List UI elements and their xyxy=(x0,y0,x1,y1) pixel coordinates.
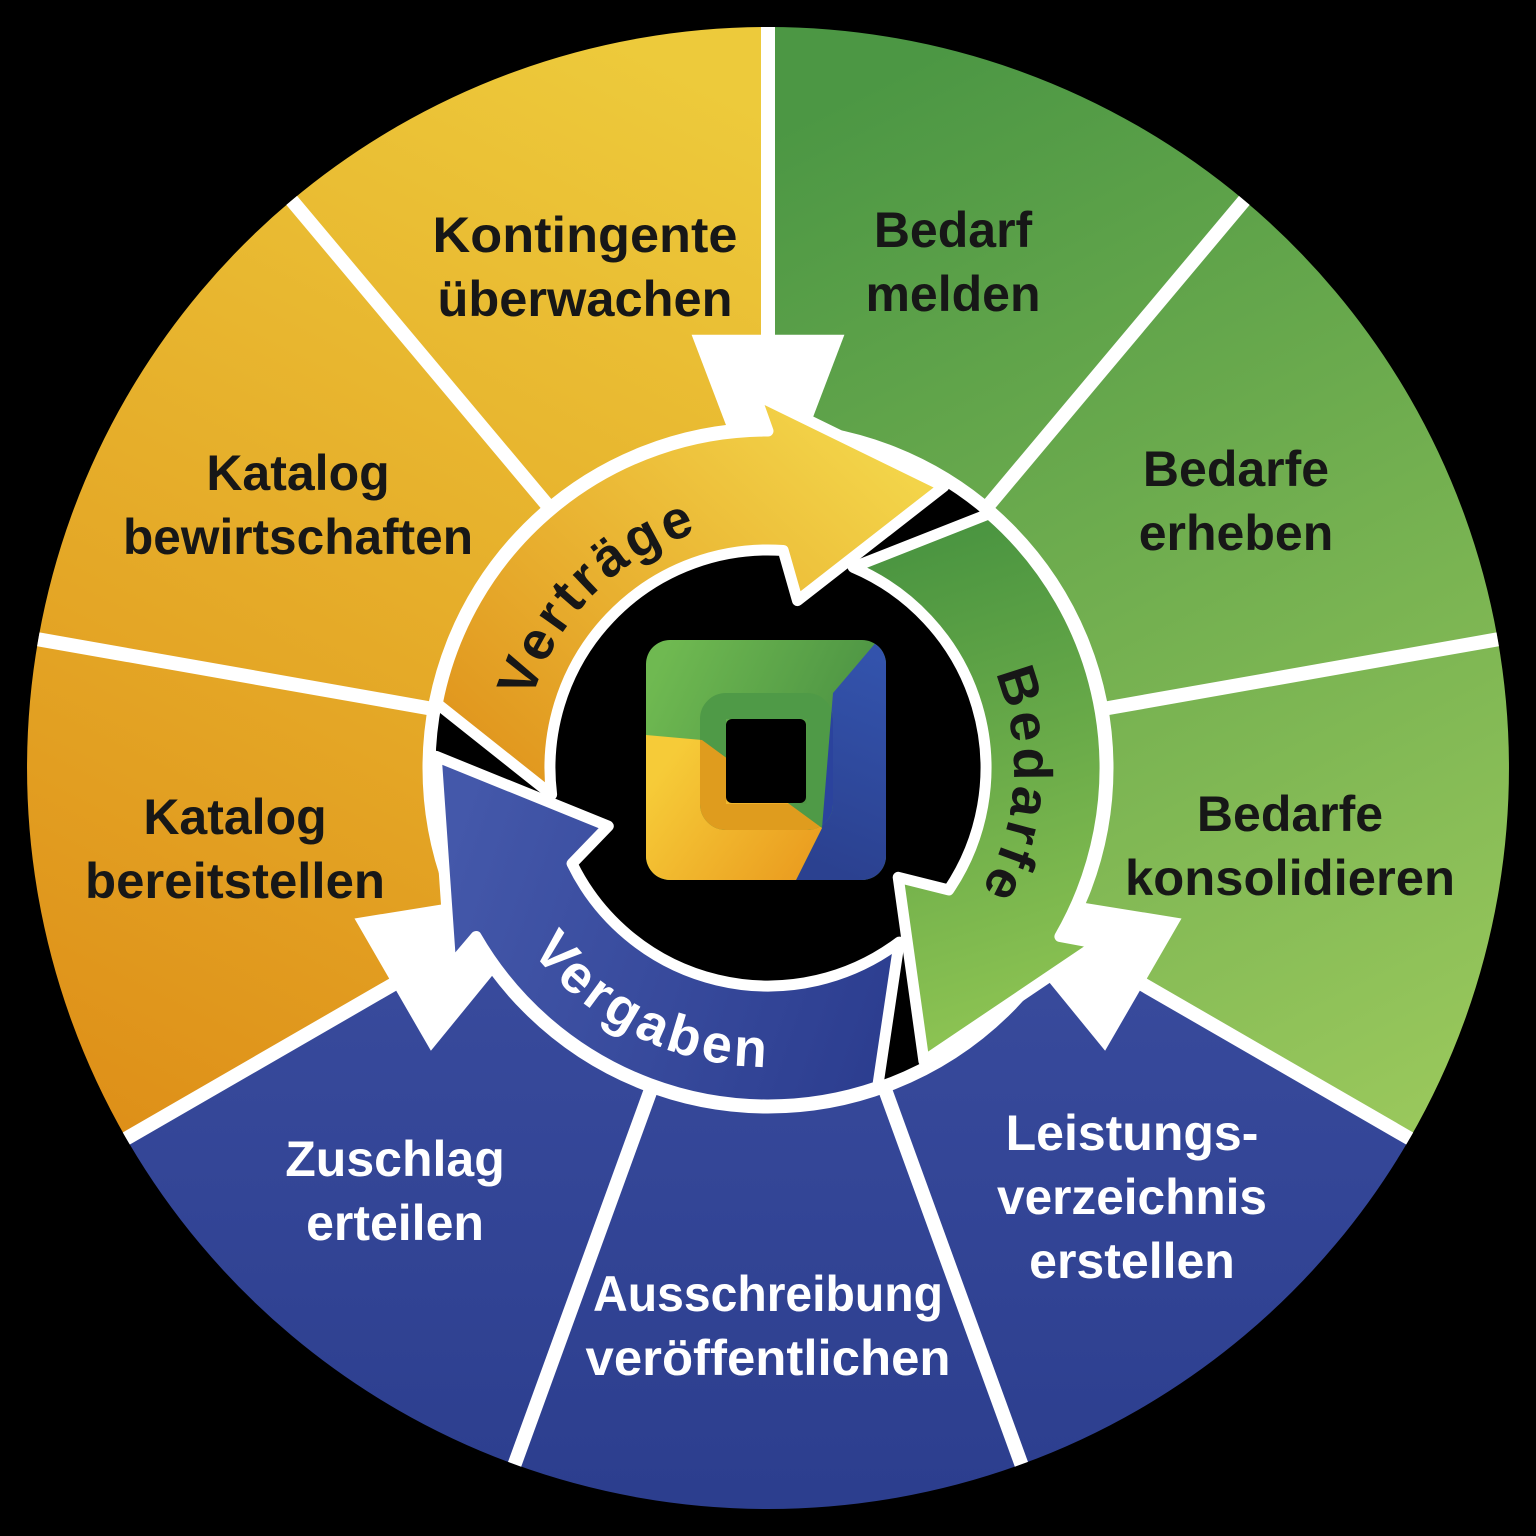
segment-bedarf-melden xyxy=(768,27,1245,506)
segment-katalog-bewirtschaften xyxy=(38,200,548,709)
segment-bedarfe-konsolidieren xyxy=(1065,639,1509,1139)
arrow-vergaben xyxy=(430,750,905,1111)
segment-katalog-bereitstellen xyxy=(27,639,472,1139)
segment-label-line: bereitstellen xyxy=(85,853,385,909)
logo-center-hole xyxy=(726,719,806,803)
segment-label-line: Zuschlag xyxy=(285,1131,504,1187)
segment-divider xyxy=(286,195,552,509)
segment-dividers xyxy=(37,27,1499,1467)
segment-label-line: Ausschreibung xyxy=(593,1266,943,1322)
segment-labels-dark: Bedarf melden Bedarfe erheben Bedarfe ko… xyxy=(85,202,1455,909)
cycle-arrows xyxy=(430,388,1111,1111)
group-boundary-notch xyxy=(691,334,845,437)
segment-label-line: Katalog xyxy=(206,445,389,501)
logo-inner-ring xyxy=(700,693,833,830)
segment-label-line: verzeichnis xyxy=(997,1169,1267,1225)
segment-label-line: melden xyxy=(865,266,1040,322)
segment-label-line: veröffentlichen xyxy=(586,1330,951,1386)
segment-ausschreibung-veroeffentlichen xyxy=(514,1090,1022,1509)
segment-divider xyxy=(37,632,430,715)
segment-divider xyxy=(508,1089,657,1467)
segment-divider xyxy=(984,195,1250,509)
segment-labels-light: Leistungs- verzeichnis erstellen Ausschr… xyxy=(285,1105,1267,1386)
segment-divider xyxy=(879,1089,1028,1467)
arrow-vertraege xyxy=(431,388,950,801)
segment-label-line: konsolidieren xyxy=(1125,850,1455,906)
segment-label-line: Bedarfe xyxy=(1143,441,1329,497)
segment-label-line: erteilen xyxy=(306,1195,484,1251)
segment-label-line: Leistungs- xyxy=(1006,1105,1259,1161)
segment-label-line: überwachen xyxy=(438,271,733,327)
arrow-bedarfe xyxy=(847,508,1111,1067)
segment-label-line: Katalog xyxy=(143,789,326,845)
segment-label-line: Bedarf xyxy=(874,202,1033,258)
logo-blue-area xyxy=(796,640,886,880)
segment-label-line: erheben xyxy=(1139,505,1334,561)
segment-label-line: erstellen xyxy=(1029,1233,1235,1289)
segment-bedarfe-erheben xyxy=(988,200,1498,709)
segment-divider xyxy=(1106,632,1499,715)
brand-logo-icon xyxy=(646,640,886,880)
segment-label-line: Bedarfe xyxy=(1197,786,1383,842)
segment-kontingente-ueberwachen xyxy=(291,27,768,506)
segment-label-line: bewirtschaften xyxy=(123,509,473,565)
segment-label-line: Kontingente xyxy=(433,207,738,263)
